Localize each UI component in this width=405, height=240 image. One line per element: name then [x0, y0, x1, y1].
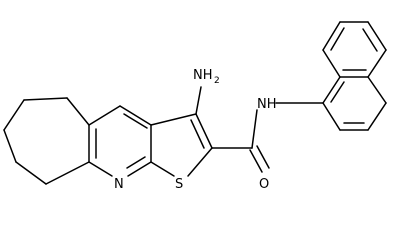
amine-subscript: 2	[214, 76, 220, 86]
cycloheptane-ring	[3, 97, 90, 185]
carbonyl-oxygen-label: O	[259, 177, 269, 191]
amino-bond	[195, 86, 202, 115]
amide-nh-label: NH	[257, 97, 277, 112]
naphthalene-ring-system	[322, 21, 387, 131]
thiophene-sulfur-label: S	[175, 177, 183, 191]
amine-label: NH	[193, 68, 213, 83]
pyridine-ring	[88, 105, 152, 177]
chemical-structure-drawing: NH 2 NH O N S	[3, 21, 387, 191]
carboxamide-group	[211, 109, 270, 173]
pyridine-nitrogen-label: N	[114, 177, 124, 191]
thiophene-ring	[150, 113, 213, 177]
